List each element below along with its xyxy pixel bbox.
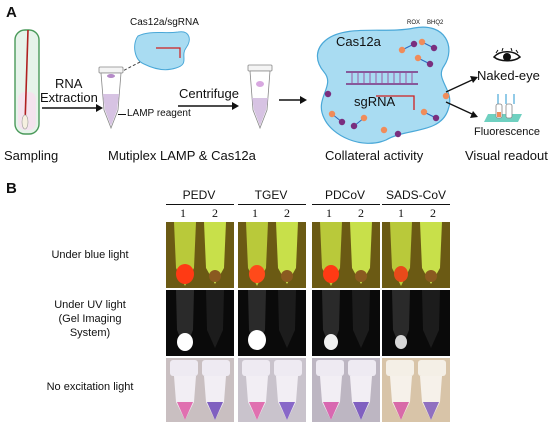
cas12a-label: Cas12a [336,34,381,49]
photo-pdcov-no-excitation [312,358,380,422]
lamp-reagent-pointer [118,114,126,115]
arrow-to-lamp [42,104,103,112]
lane-number: 1 [326,206,332,220]
lane-number: 1 [252,206,258,220]
panel-b-letter: B [6,180,17,197]
rna-extraction-label-1: RNA [55,76,83,91]
column-header-sadscov: SADS-CoV [385,188,447,202]
photo-tgev-uv-light [238,290,306,356]
lane-number: 2 [284,206,290,220]
eye-icon [492,48,522,62]
centrifuged-tube-illustration [247,64,273,130]
multiplex-label: Mutiplex LAMP & Cas12a [108,148,256,163]
row-label-blue-light: Under blue light [51,249,129,261]
cas12a-sgrna-blob [134,31,190,71]
arrow-to-centrifuged [178,102,239,110]
lane-number: 2 [212,206,218,220]
column-rule-sadscov [382,204,450,205]
lamp-reagent-label: LAMP reagent [127,108,191,119]
photo-tgev-blue-light [238,222,306,288]
lane-number: 2 [430,206,436,220]
arrow-to-collateral [279,96,307,104]
lane-number: 1 [398,206,404,220]
bhq2-label: BHQ2 [427,20,444,26]
readout-arrows [445,76,478,118]
photo-pedv-blue-light [166,222,234,288]
lane-number: 1 [180,206,186,220]
row-label-no-excitation: No excitation light [46,381,134,393]
sampling-tube-illustration [14,29,40,135]
panel-a-letter: A [6,4,17,21]
column-rule-tgev [238,204,306,205]
fluorescence-label: Fluorescence [474,126,541,138]
column-rule-pdcov [312,204,380,205]
photo-sadscov-blue-light [382,222,450,288]
lane-number: 2 [358,206,364,220]
collateral-activity-label: Collateral activity [325,148,424,163]
visual-readout-label: Visual readout [465,148,548,163]
column-header-tgev: TGEV [254,188,288,202]
naked-eye-label: Naked-eye [477,68,540,83]
fluorescence-icon [484,94,522,122]
sampling-label: Sampling [4,148,59,163]
column-header-pdcov: PDCoV [324,188,365,202]
photo-pedv-uv-light [166,290,234,356]
rox-label: ROX [407,20,421,26]
photo-tgev-no-excitation [238,358,306,422]
lamp-tube-illustration [98,66,124,130]
photo-sadscov-uv-light [382,290,450,356]
collateral-activity-blob [316,26,451,144]
photo-pedv-no-excitation [166,358,234,422]
cas12a-sgrna-label: Cas12a/sgRNA [130,17,199,28]
photo-pdcov-blue-light [312,222,380,288]
centrifuge-label: Centrifuge [179,86,239,101]
column-header-pedv: PEDV [182,188,216,202]
row-label-uv-light: Under UV light (Gel Imaging System) [54,299,126,339]
column-rule-pedv [166,204,234,205]
photo-pdcov-uv-light [312,290,380,356]
rna-extraction-label-2: Extraction [40,90,98,105]
sgrna-label: sgRNA [354,94,396,109]
photo-sadscov-no-excitation [382,358,450,422]
